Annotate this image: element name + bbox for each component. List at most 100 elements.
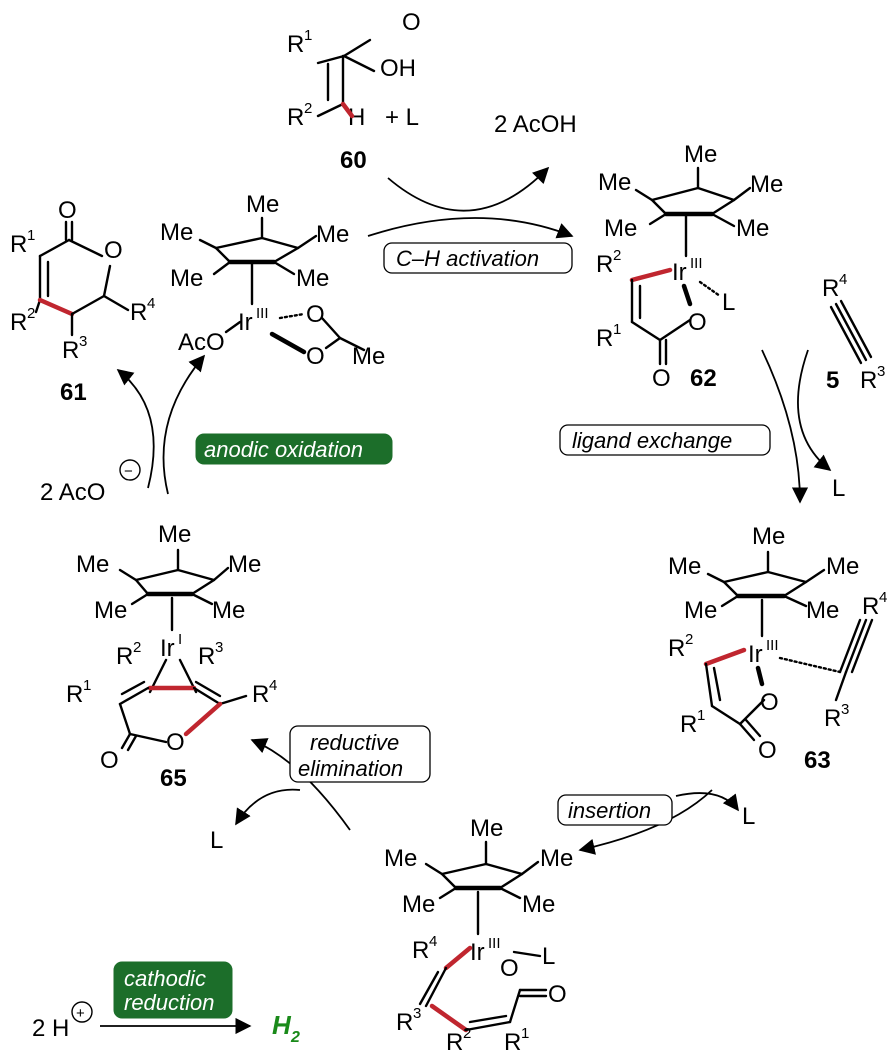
svg-text:1: 1 <box>27 227 35 244</box>
svg-text:1: 1 <box>613 321 621 338</box>
svg-text:Me: Me <box>668 553 701 580</box>
svg-text:elimination: elimination <box>298 756 403 781</box>
svg-text:Me: Me <box>806 597 839 624</box>
svg-text:L: L <box>542 943 555 970</box>
svg-text:Me: Me <box>402 891 435 918</box>
svg-text:AcO: AcO <box>178 329 225 356</box>
svg-text:R: R <box>252 681 269 708</box>
svg-text:2: 2 <box>613 247 621 264</box>
svg-text:III: III <box>690 255 703 272</box>
svg-text:O: O <box>688 309 707 336</box>
svg-text:R: R <box>822 275 839 302</box>
svg-text:R: R <box>504 1029 521 1051</box>
svg-text:Me: Me <box>470 815 503 842</box>
svg-text:3: 3 <box>215 639 223 656</box>
svg-text:4: 4 <box>429 933 437 950</box>
svg-text:2 AcO: 2 AcO <box>40 479 105 506</box>
svg-text:Ir: Ir <box>470 939 485 966</box>
svg-text:2: 2 <box>290 1029 300 1046</box>
svg-text:R: R <box>596 325 613 352</box>
svg-text:R: R <box>116 643 133 670</box>
svg-text:L: L <box>722 289 735 316</box>
svg-text:Me: Me <box>170 265 203 292</box>
svg-text:+ L: + L <box>385 104 419 131</box>
svg-text:3: 3 <box>877 363 885 380</box>
step-anodic-oxidation: anodic oxidation <box>195 433 393 465</box>
svg-text:2: 2 <box>463 1025 471 1042</box>
svg-text:O: O <box>402 9 421 36</box>
svg-text:2: 2 <box>27 305 35 322</box>
svg-text:Me: Me <box>296 265 329 292</box>
svg-text:R: R <box>198 643 215 670</box>
svg-text:Me: Me <box>826 553 859 580</box>
svg-text:OH: OH <box>380 55 416 82</box>
svg-text:insertion: insertion <box>568 798 651 823</box>
svg-text:I: I <box>178 631 182 648</box>
svg-text:O: O <box>548 981 567 1008</box>
svg-text:Ir: Ir <box>672 259 687 286</box>
svg-text:R: R <box>66 681 83 708</box>
svg-text:1: 1 <box>304 27 312 44</box>
svg-text:Me: Me <box>94 597 127 624</box>
svg-text:Me: Me <box>246 191 279 218</box>
svg-text:ligand exchange: ligand exchange <box>572 428 732 453</box>
svg-text:60: 60 <box>340 147 367 174</box>
reagent-labels: 2 AcOH L L L 2 AcO − 2 H + H 2 <box>32 111 845 1046</box>
svg-text:Me: Me <box>684 597 717 624</box>
svg-text:4: 4 <box>839 271 847 288</box>
svg-text:3: 3 <box>841 701 849 718</box>
svg-text:Me: Me <box>212 597 245 624</box>
svg-text:O: O <box>306 301 325 328</box>
svg-text:Me: Me <box>352 343 385 370</box>
svg-text:−: − <box>124 463 133 480</box>
svg-text:O: O <box>306 343 325 370</box>
svg-text:R: R <box>596 251 613 278</box>
svg-text:reductive: reductive <box>310 730 399 755</box>
svg-text:Me: Me <box>384 845 417 872</box>
svg-text:1: 1 <box>697 707 705 724</box>
svg-text:63: 63 <box>804 747 831 774</box>
svg-text:2 AcOH: 2 AcOH <box>494 111 577 138</box>
svg-text:H: H <box>348 104 365 131</box>
svg-text:R: R <box>287 104 304 131</box>
svg-text:Me: Me <box>736 215 769 242</box>
svg-text:Me: Me <box>316 221 349 248</box>
svg-text:O: O <box>58 197 77 224</box>
cycle-arrows <box>100 166 832 1035</box>
svg-text:R: R <box>396 1009 413 1036</box>
svg-text:O: O <box>652 365 671 392</box>
svg-text:Me: Me <box>604 215 637 242</box>
svg-text:R: R <box>860 367 877 394</box>
step-insertion: insertion <box>557 794 673 826</box>
step-reductive-elimination: reductive elimination <box>289 725 431 783</box>
svg-text:L: L <box>832 475 845 502</box>
svg-text:L: L <box>742 803 755 830</box>
svg-text:R: R <box>824 705 841 732</box>
svg-text:Ir: Ir <box>748 641 763 668</box>
svg-text:65: 65 <box>160 765 187 792</box>
svg-text:O: O <box>760 689 779 716</box>
svg-text:1: 1 <box>83 677 91 694</box>
svg-text:anodic oxidation: anodic oxidation <box>204 437 363 462</box>
svg-text:Me: Me <box>684 141 717 168</box>
svg-text:reduction: reduction <box>124 990 215 1015</box>
svg-text:Me: Me <box>158 521 191 548</box>
svg-text:O: O <box>104 237 123 264</box>
svg-text:2: 2 <box>133 639 141 656</box>
svg-text:R: R <box>446 1029 463 1051</box>
svg-text:62: 62 <box>690 365 717 392</box>
svg-text:Ir: Ir <box>238 309 253 336</box>
svg-text:4: 4 <box>147 295 155 312</box>
svg-text:2: 2 <box>685 631 693 648</box>
svg-text:Me: Me <box>752 523 785 550</box>
svg-text:R: R <box>130 299 147 326</box>
svg-text:O: O <box>100 747 119 774</box>
svg-text:R: R <box>287 31 304 58</box>
